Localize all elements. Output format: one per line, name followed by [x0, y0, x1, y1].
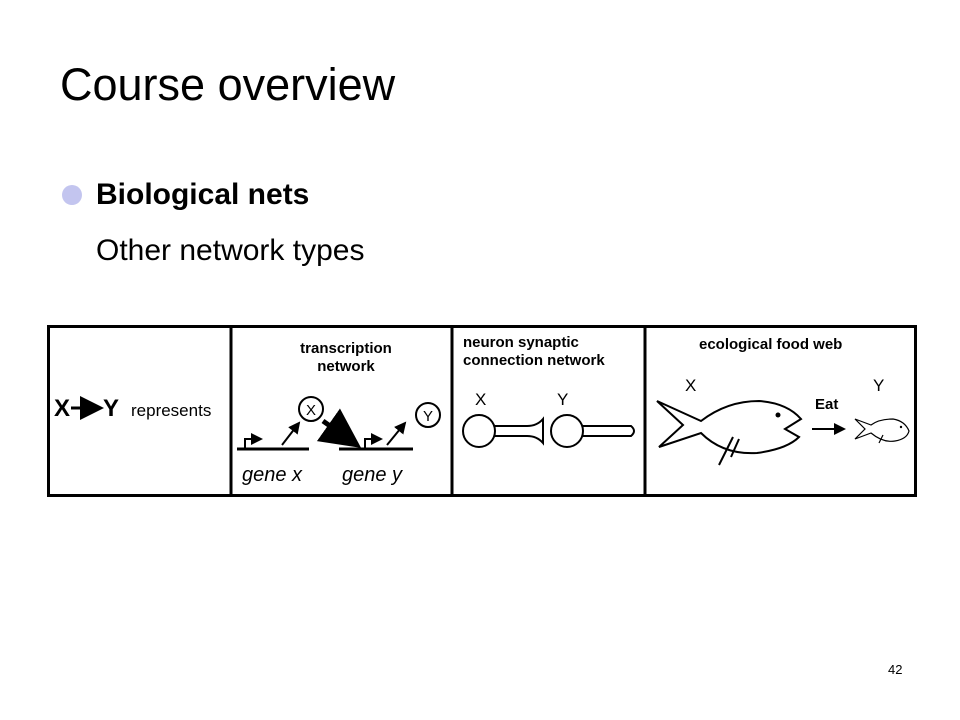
represents-label: represents	[131, 401, 211, 420]
fish-eye-icon	[775, 412, 781, 418]
protein-y-node	[415, 402, 441, 428]
panel-x-to-y: X Y represents	[54, 395, 211, 422]
neuron-y-label: Y	[557, 390, 568, 409]
x-label: X	[54, 395, 70, 422]
prey-y-label: Y	[873, 376, 884, 395]
axon-synapse	[495, 416, 544, 446]
expression-arrow-icon	[386, 421, 407, 446]
panel-food-web: ecological food web X Y Eat	[656, 336, 910, 466]
y-label: Y	[103, 395, 119, 422]
panel-transcription-network: transcription network X Y gene x gene y	[237, 340, 441, 486]
neuron-x-label: X	[475, 390, 486, 409]
panel-title-line2: network	[317, 358, 375, 375]
sub-item-other-network-types: Other network types	[96, 234, 365, 267]
neuron-y-body	[550, 414, 584, 448]
neuron-y-axon	[583, 425, 635, 437]
network-examples-figure: X Y represents transcription network X Y…	[47, 325, 917, 497]
big-fish-icon	[656, 399, 803, 455]
gene-x-label: gene x	[242, 464, 303, 486]
bullet-label: Biological nets	[96, 178, 310, 211]
panel-title-line1: transcription	[300, 340, 392, 357]
neuron-x-body	[462, 414, 496, 448]
bullet-dot-icon	[62, 185, 82, 205]
protein-x-label: X	[306, 402, 316, 419]
panel-neuron-network: neuron synaptic connection network X Y	[462, 334, 635, 448]
eat-label: Eat	[815, 396, 838, 413]
small-fish-fin-icon	[878, 434, 884, 444]
regulation-arrow-icon	[316, 408, 362, 448]
page-number: 42	[888, 662, 903, 677]
panel-title-line1: neuron synaptic	[463, 334, 579, 351]
figure-frame	[47, 325, 917, 497]
bullet-biological-nets: Biological nets	[62, 178, 309, 212]
promoter-arrow-icon	[244, 433, 263, 449]
predator-x-label: X	[685, 376, 696, 395]
expression-arrow-icon	[281, 421, 301, 446]
promoter-arrow-icon	[364, 433, 383, 449]
protein-y-label: Y	[423, 408, 433, 425]
slide-title: Course overview	[60, 59, 396, 110]
panel-title: ecological food web	[699, 336, 842, 353]
gene-y-label: gene y	[342, 464, 403, 486]
panel-title-line2: connection network	[463, 352, 605, 369]
fish-fin-icon	[718, 436, 740, 466]
small-fish-eye-icon	[899, 425, 903, 429]
